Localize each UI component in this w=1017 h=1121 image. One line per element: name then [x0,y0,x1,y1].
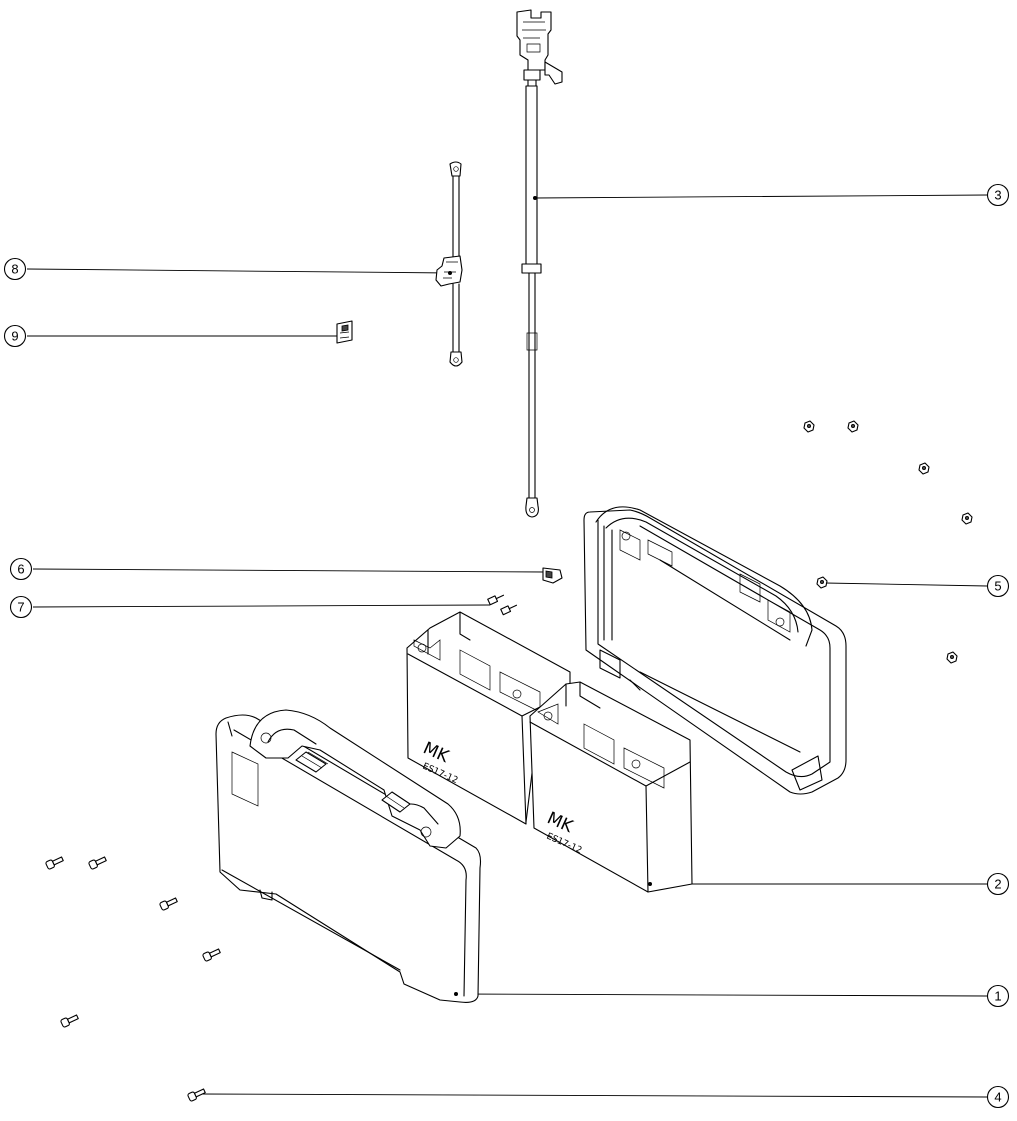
callout-1: 1 [986,984,1010,1008]
hex-nuts [803,420,973,664]
leader-anchor-8 [448,271,452,275]
link-cable-fuse-holder [435,161,463,367]
nut [918,462,930,475]
leader-anchor-2 [648,882,652,886]
callout-6: 6 [9,557,33,581]
rubber-block [542,567,563,584]
leader-line-7 [32,604,491,608]
callout-balloons: 1 2 3 4 5 6 7 8 [3,183,1010,1109]
leader-anchor-3 [533,196,537,200]
callout-7-label: 7 [17,600,24,615]
screw [159,897,178,911]
callout-6-label: 6 [17,562,24,577]
callout-4-label: 4 [994,1090,1001,1105]
nut [961,512,973,525]
callout-2: 2 [986,872,1010,896]
screw [60,1014,79,1028]
rear-case-half [583,506,847,795]
leader-lines [26,194,988,1098]
callout-3-label: 3 [994,188,1001,203]
callout-4: 4 [986,1085,1010,1109]
blade-fuse [336,320,353,344]
callout-1-label: 1 [994,989,1001,1004]
fuse-holder [435,255,463,287]
screw [187,1088,206,1102]
screw [45,856,64,870]
leader-line-6 [32,568,546,573]
front-case-half [215,709,482,1003]
callout-5: 5 [986,574,1010,598]
case-screws [45,856,221,1102]
leader-line-1 [455,993,988,997]
cable-connector [516,9,552,71]
callout-7: 7 [9,595,33,619]
callout-8-label: 8 [11,262,18,277]
nut [847,420,859,433]
leader-line-5 [824,582,988,587]
callout-5-label: 5 [994,579,1001,594]
callout-9-label: 9 [11,329,18,344]
battery-front: MK ES17-12 [529,681,693,893]
nut [946,651,958,664]
nut [816,576,828,589]
callout-2-label: 2 [994,877,1001,892]
leader-anchor-1 [454,992,458,996]
leader-line-8 [26,268,451,274]
leader-line-4 [199,1093,988,1098]
screw [202,948,221,962]
callout-9: 9 [3,324,27,348]
nut [803,420,815,433]
callout-8: 8 [3,257,27,281]
callout-3: 3 [986,183,1010,207]
screw [88,856,107,870]
battery-terminal-screws [487,594,518,616]
leader-line-3 [534,194,988,199]
charging-cable-assembly [516,9,563,518]
